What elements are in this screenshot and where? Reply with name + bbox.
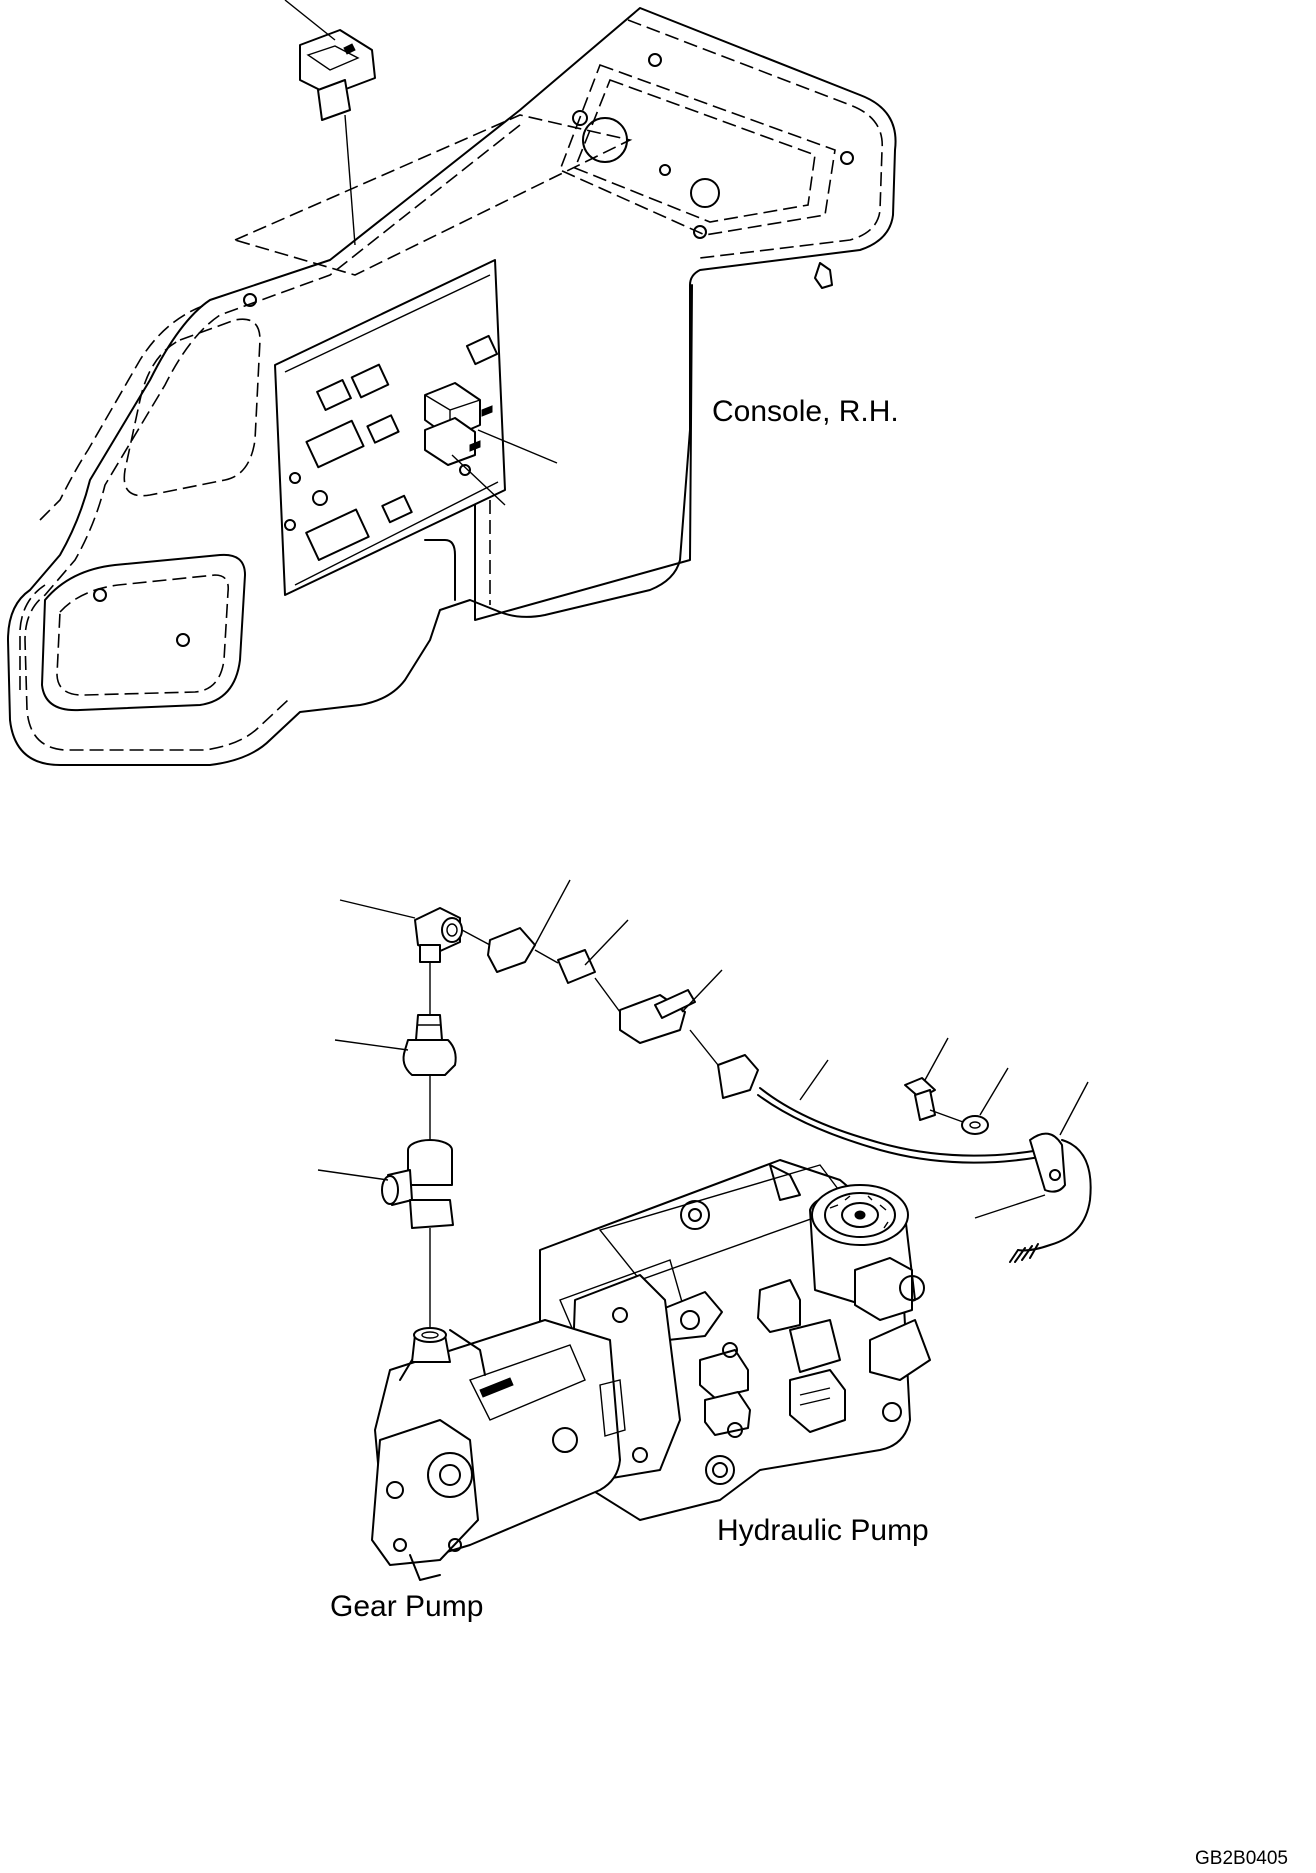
fittings-assembly bbox=[317, 879, 1092, 1330]
pump-assembly bbox=[371, 1159, 931, 1581]
console-label: Console, R.H. bbox=[712, 395, 899, 428]
drawing-code: GB2B0405 bbox=[1195, 1848, 1288, 1869]
console-rh bbox=[7, 0, 897, 766]
hydraulic-pump-label: Hydraulic Pump bbox=[717, 1514, 929, 1547]
gear-pump-label: Gear Pump bbox=[330, 1590, 484, 1623]
